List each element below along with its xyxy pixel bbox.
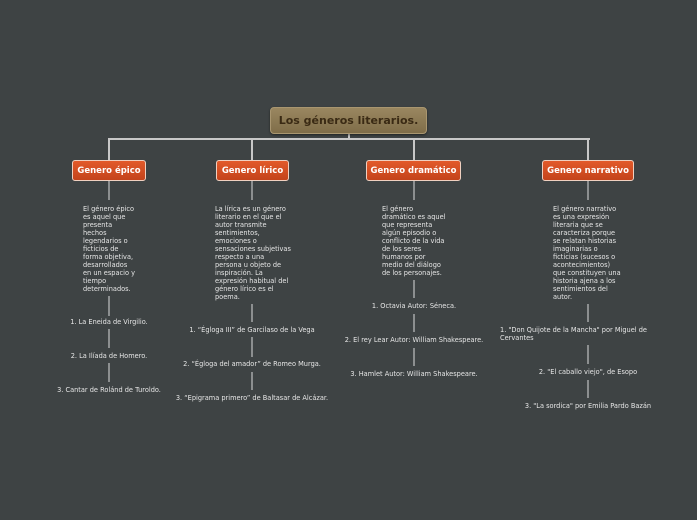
list-item[interactable]: 1. Octavia Autor: Séneca.	[371, 302, 457, 310]
list-item[interactable]: 1. “Égloga III” de Garcilaso de la Vega	[189, 326, 315, 334]
topic-label: Genero lírico	[221, 165, 284, 176]
list-item[interactable]: 3. Hamlet Autor: William Shakespeare.	[350, 370, 478, 378]
connector	[108, 138, 590, 140]
list-item[interactable]: 1. La Eneida de Virgilio.	[70, 318, 148, 326]
topic-label: Genero épico	[77, 165, 141, 176]
connector	[413, 139, 415, 160]
connector	[251, 139, 253, 160]
topic-genero-epico[interactable]: Genero épico	[72, 160, 146, 181]
connector	[587, 304, 589, 322]
connector	[251, 372, 253, 390]
topic-genero-narrativo[interactable]: Genero narrativo	[542, 160, 634, 181]
connector	[587, 139, 589, 160]
connector	[348, 134, 350, 140]
connector	[413, 348, 415, 366]
list-item[interactable]: 3. Cantar de Rolánd de Turoldo.	[57, 386, 161, 394]
connector	[108, 296, 110, 316]
topic-label: Genero narrativo	[547, 165, 629, 176]
topic-genero-lirico[interactable]: Genero lírico	[216, 160, 289, 181]
list-item[interactable]: 3. “Epigrama primero” de Baltasar de Alc…	[175, 394, 329, 402]
connector	[108, 139, 110, 160]
root-topic[interactable]: Los géneros literarios.	[270, 107, 427, 134]
topic-description[interactable]: La lírica es un género literario en el q…	[215, 205, 291, 301]
topic-description[interactable]: El género dramático es aquel que represe…	[382, 205, 446, 277]
list-item[interactable]: 2. El rey Lear Autor: William Shakespear…	[344, 336, 484, 344]
list-item[interactable]: 2. "El caballo viejo", de Esopo	[538, 368, 638, 376]
topic-description[interactable]: El género narrativo es una expresión lit…	[553, 205, 621, 301]
list-item[interactable]: 2. “Égloga del amador” de Romeo Murga.	[183, 360, 321, 368]
connector	[413, 280, 415, 298]
connector	[108, 181, 110, 200]
list-item[interactable]: 3. "La sordica" por Emilia Pardo Bazán	[524, 402, 652, 410]
connector	[251, 304, 253, 322]
connector	[251, 181, 253, 200]
list-item[interactable]: 2. La Ilíada de Homero.	[70, 352, 148, 360]
connector	[587, 181, 589, 200]
root-title: Los géneros literarios.	[278, 114, 419, 127]
connector	[108, 363, 110, 382]
topic-genero-dramatico[interactable]: Genero dramático	[366, 160, 461, 181]
connector	[413, 181, 415, 200]
connector	[587, 380, 589, 398]
connector	[587, 345, 589, 364]
topic-label: Genero dramático	[370, 165, 457, 176]
connector	[413, 314, 415, 332]
connector	[251, 337, 253, 357]
topic-description[interactable]: El género épico es aquel que presenta he…	[83, 205, 135, 293]
connector	[108, 329, 110, 348]
list-item[interactable]: 1. "Don Quijote de la Mancha" por Miguel…	[500, 326, 647, 342]
